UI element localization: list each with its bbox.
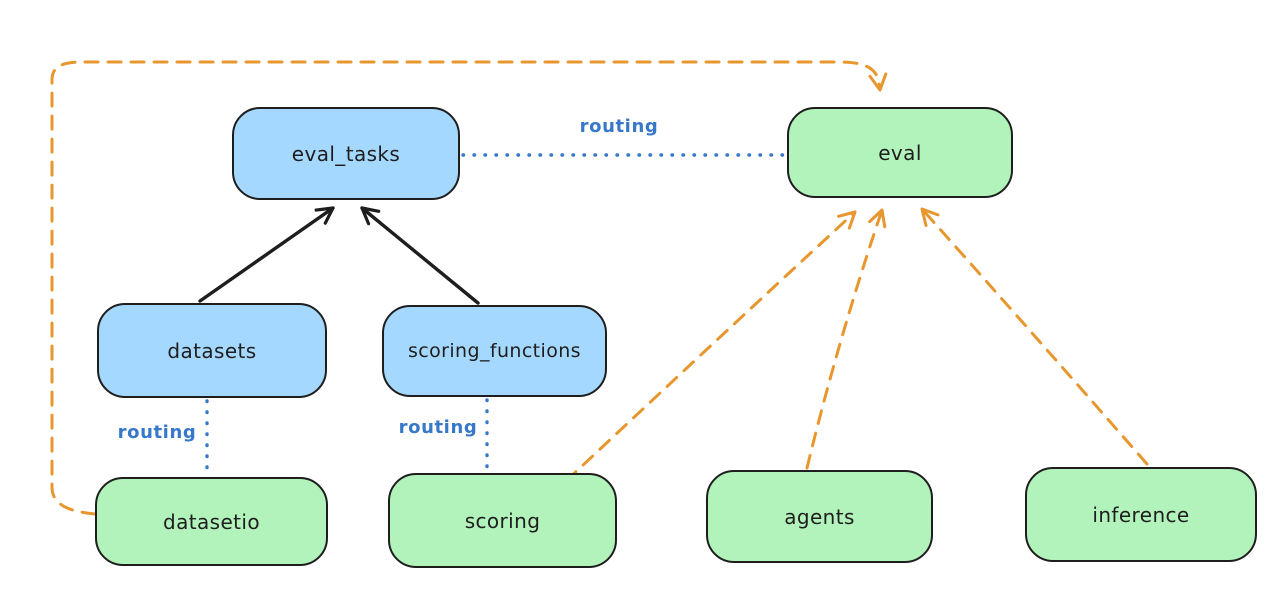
node-datasetio-label: datasetio [162,509,260,534]
routing-label-datasets-datasetio: routing [117,422,197,443]
edge-scoring_functions-to-eval_tasks [360,206,480,305]
node-agents: agents [706,470,933,563]
node-scoring-label: scoring [464,508,541,533]
edge-inference-to-eval [920,207,1149,466]
edge-datasets-to-eval_tasks [198,206,335,303]
node-datasetio: datasetio [95,477,328,566]
node-agents-label: agents [784,504,855,529]
node-inference: inference [1025,467,1257,562]
edge-agents-to-eval [805,208,887,470]
node-eval-label: eval [878,140,922,165]
node-eval_tasks: eval_tasks [232,107,460,200]
node-eval: eval [787,107,1013,198]
node-datasets: datasets [97,303,327,398]
node-scoring_functions: scoring_functions [382,305,607,397]
node-inference-label: inference [1092,502,1190,527]
node-eval_tasks-label: eval_tasks [291,141,401,166]
node-scoring_functions-label: scoring_functions [408,340,581,362]
node-datasets-label: datasets [167,338,257,363]
edge-datasetio-to-eval [50,60,888,516]
routing-label-scoring_functions-scoring: routing [398,417,478,438]
node-scoring: scoring [388,473,617,568]
routing-label-eval_tasks-eval: routing [579,116,659,137]
